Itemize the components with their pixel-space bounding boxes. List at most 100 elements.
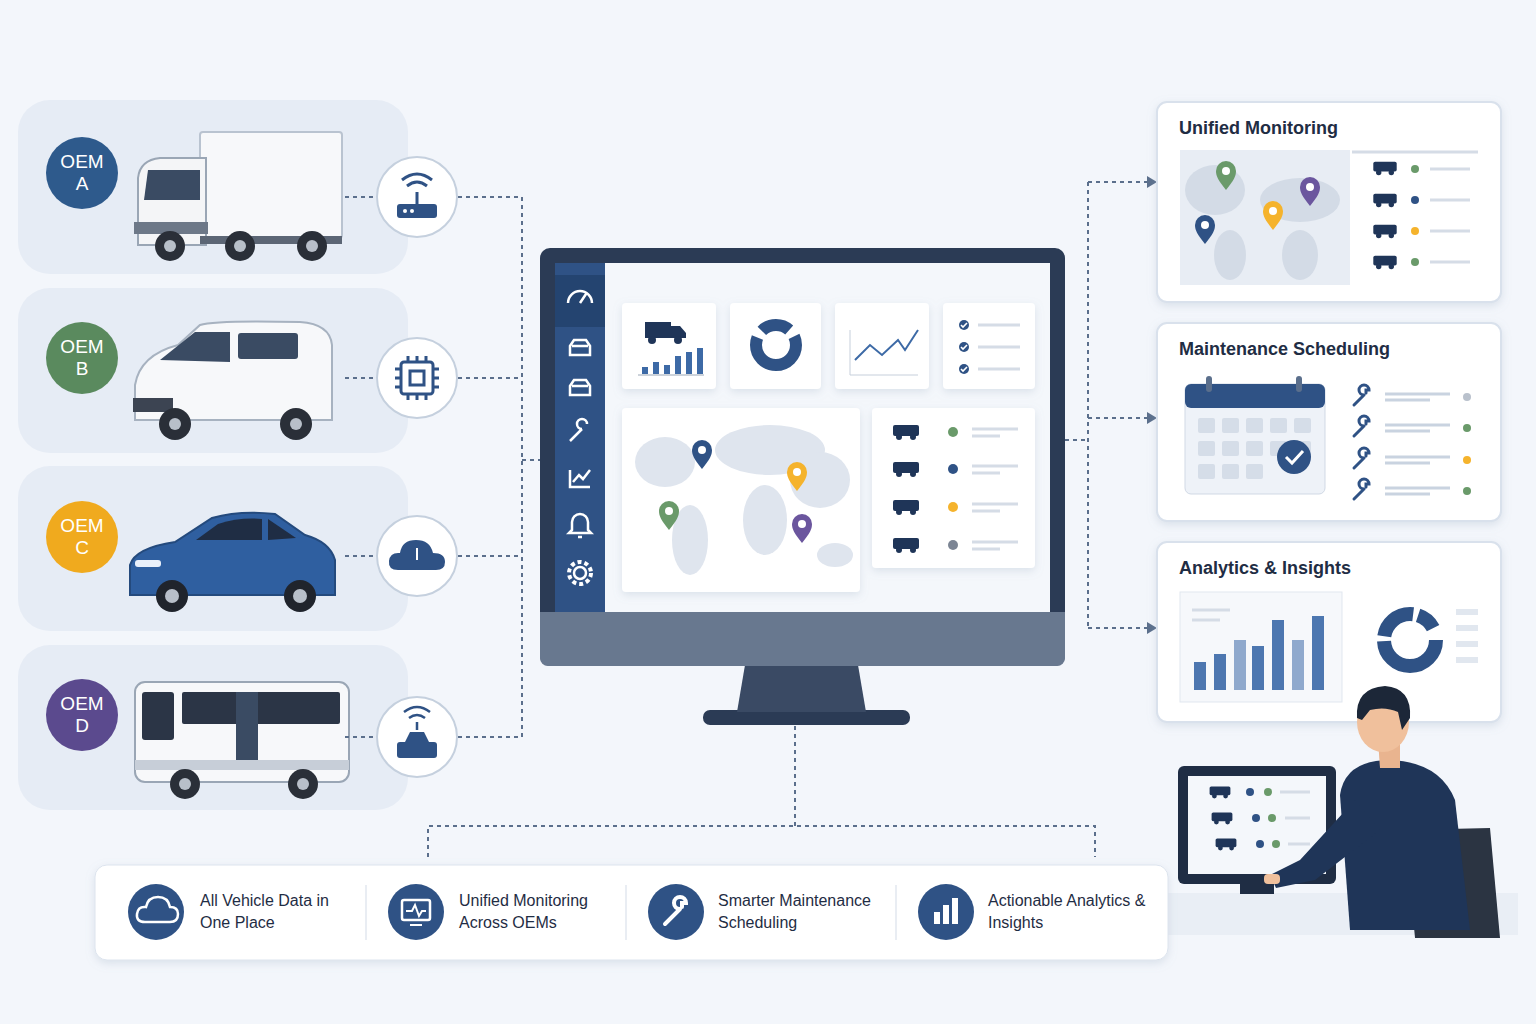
truck-illustration — [200, 132, 342, 238]
monitor — [555, 263, 605, 612]
person-at-desk — [1280, 792, 1310, 844]
bar-chart — [1456, 612, 1478, 660]
oem-badge: OEM D — [46, 679, 118, 751]
card-chart — [756, 325, 796, 365]
truck-illustration — [155, 231, 185, 261]
monitor — [555, 263, 1050, 612]
benefit-bar — [128, 884, 974, 940]
calendar — [1198, 418, 1311, 479]
mini-map — [1263, 201, 1283, 230]
card-chart — [653, 362, 659, 374]
map-pin — [792, 514, 812, 543]
benefit-bar — [934, 912, 940, 924]
cloud-icon — [389, 540, 445, 570]
person-at-desk — [1357, 686, 1410, 730]
calendar — [1222, 418, 1239, 433]
node-label: Unified Monitoring Across OEMs — [459, 890, 611, 933]
bar-chart — [1234, 640, 1246, 690]
fleet-list — [893, 538, 919, 553]
bar-chart — [1272, 620, 1284, 690]
benefit-bar — [943, 905, 949, 924]
dashboard-card — [872, 408, 1035, 568]
truck-illustration — [297, 231, 327, 261]
bar-chart — [1180, 592, 1342, 702]
bar-chart — [1194, 616, 1324, 690]
device-link — [428, 726, 1095, 857]
maintenance-list — [1354, 479, 1369, 499]
chip-icon — [410, 371, 424, 385]
card-chart — [675, 356, 681, 374]
person-at-desk — [1272, 840, 1280, 848]
calendar — [1206, 376, 1212, 392]
chip-icon — [395, 356, 439, 400]
card-chart — [642, 367, 648, 374]
mini-map — [1180, 150, 1350, 285]
van-illustration — [169, 418, 181, 430]
benefit-bar — [665, 897, 686, 924]
benefit-bar — [406, 905, 426, 925]
maintenance-list — [1463, 424, 1471, 432]
calendar — [1277, 440, 1311, 474]
card-chart — [638, 375, 704, 376]
mini-list — [1411, 165, 1419, 173]
sidebar-icon — [569, 562, 591, 584]
device-link — [1065, 182, 1150, 628]
mini-map — [1282, 230, 1318, 280]
mini-list — [1373, 225, 1396, 239]
person-at-desk — [1252, 814, 1260, 822]
monitor — [540, 612, 1065, 666]
calendar — [1185, 376, 1325, 494]
truck-illustration — [234, 240, 246, 252]
benefit-bar — [95, 865, 1168, 960]
device-link — [345, 377, 376, 379]
person-at-desk — [1268, 814, 1276, 822]
mini-list — [1411, 258, 1419, 266]
bar-chart — [1312, 616, 1324, 690]
vehicle-panel — [18, 100, 408, 810]
benefit-bar — [128, 884, 184, 940]
world-map — [817, 543, 853, 567]
device-link — [345, 555, 376, 557]
van-illustration — [133, 398, 173, 412]
bar-chart — [1194, 662, 1206, 690]
router-icon — [402, 174, 432, 204]
mini-map — [1195, 215, 1215, 244]
benefit-item: All Vehicle Data in One Place — [200, 890, 334, 933]
card-chart — [645, 322, 671, 338]
fleet-list — [893, 425, 919, 440]
dashboard-card — [622, 303, 716, 389]
device-icon — [377, 338, 457, 418]
feature-panel: Analytics & Insights — [1157, 542, 1501, 595]
calendar — [1198, 441, 1215, 456]
maintenance-list — [1385, 394, 1450, 494]
arrowhead — [1147, 622, 1157, 634]
van-illustration — [238, 333, 298, 359]
fleet-list — [948, 427, 958, 437]
benefit-item: Unified Monitoring Across OEMs — [459, 890, 611, 933]
monitor — [555, 275, 605, 327]
car-illustration — [135, 560, 161, 567]
benefit-item: Actionable Analytics & Insights — [988, 890, 1148, 933]
person-at-desk — [1212, 812, 1233, 824]
mini-map — [1216, 161, 1236, 190]
bus-illustration — [135, 682, 349, 782]
world-map — [635, 425, 853, 575]
fleet-list — [893, 462, 919, 477]
fleet-list — [893, 500, 919, 515]
monitor — [703, 710, 910, 725]
router-icon — [397, 707, 437, 758]
fleet-list — [972, 429, 1018, 549]
mini-map — [1180, 150, 1350, 285]
card-chart — [648, 336, 656, 344]
arrowhead — [1147, 176, 1157, 634]
card-chart — [686, 352, 692, 374]
fleet-list — [893, 425, 1018, 553]
router-icon — [397, 204, 437, 218]
monitor — [540, 248, 1065, 725]
map-pin — [692, 440, 712, 469]
panel-heading: Maintenance Scheduling — [1179, 339, 1479, 360]
panel-heading: Unified Monitoring — [1179, 118, 1479, 139]
fleet-list — [972, 429, 1018, 549]
car-illustration — [268, 519, 296, 540]
